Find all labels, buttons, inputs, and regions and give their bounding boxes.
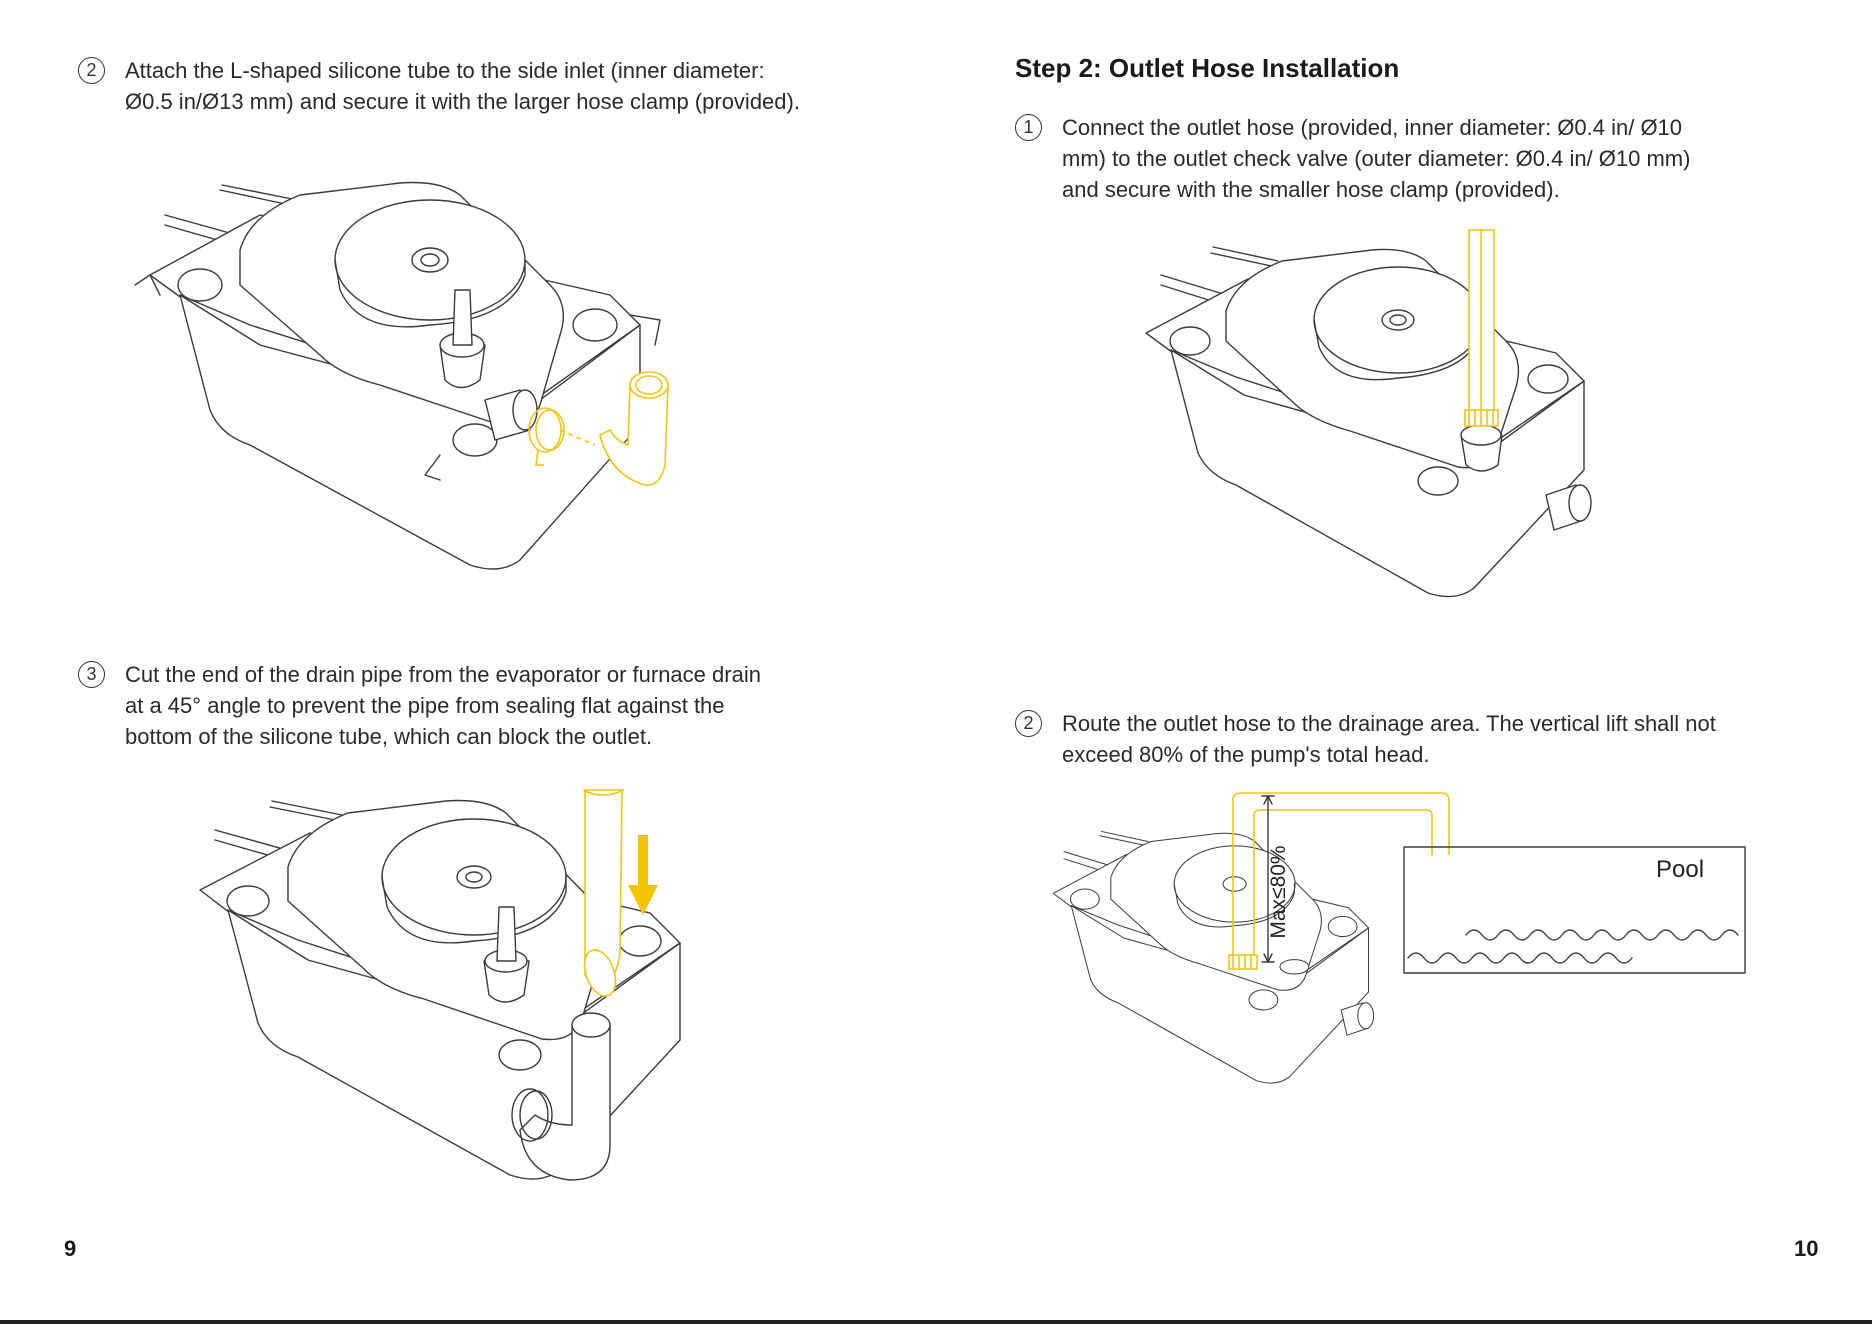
lift-label: Max≤80%	[1267, 845, 1290, 939]
step-3-cut-drain-pipe: 3 Cut the end of the drain pipe from the…	[78, 659, 918, 759]
step-text: Attach the L-shaped silicone tube to the…	[125, 58, 800, 114]
step-number: 2	[78, 57, 105, 84]
section-heading: Step 2: Outlet Hose Installation	[1015, 53, 1400, 83]
step-number: 2	[1015, 710, 1042, 737]
pool-label: Pool	[1656, 856, 1705, 883]
pump-illustration-drain-pipe	[190, 789, 790, 1195]
step-text: Connect the outlet hose (provided, inner…	[1062, 115, 1691, 202]
step-text: Cut the end of the drain pipe from the e…	[125, 662, 761, 749]
pump-illustration-outlet-hose	[1136, 229, 1656, 605]
step-1-connect-outlet-hose: 1 Connect the outlet hose (provided, inn…	[1015, 112, 1835, 212]
pump-illustration-side-inlet	[134, 175, 800, 605]
step-text: Route the outlet hose to the drainage ar…	[1062, 711, 1716, 767]
left-page: 2 Attach the L-shaped silicone tube to t…	[64, 55, 918, 1261]
right-page: Step 2: Outlet Hose Installation 1 Conne…	[936, 0, 1872, 1324]
page-number: 9	[64, 1236, 77, 1261]
step-2-attach-tube: 2 Attach the L-shaped silicone tube to t…	[78, 55, 918, 125]
drainage-routing-diagram: Max≤80% Pool	[1046, 790, 1756, 1090]
step-number: 3	[78, 661, 105, 688]
step-2-route-outlet-hose: 2 Route the outlet hose to the drainage …	[1015, 708, 1835, 778]
page-number: 10	[1794, 1236, 1819, 1261]
bottom-border	[0, 1320, 1872, 1324]
step-number: 1	[1015, 114, 1042, 141]
